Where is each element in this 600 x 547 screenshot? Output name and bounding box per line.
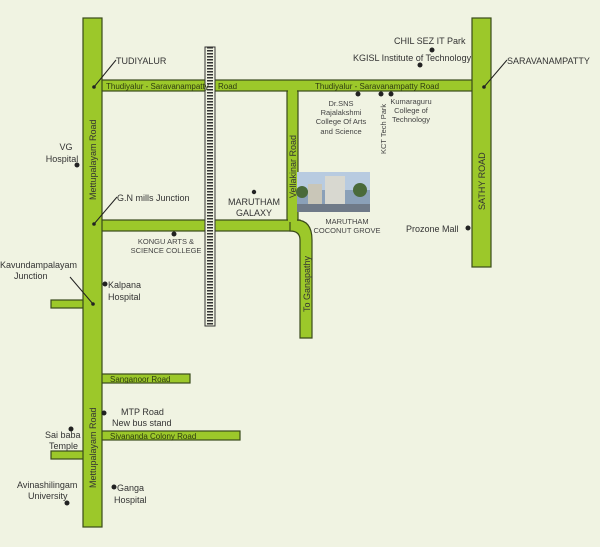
svg-text:Kavundampalayam: Kavundampalayam <box>0 260 77 270</box>
svg-text:KONGU ARTS &: KONGU ARTS & <box>138 237 194 246</box>
svg-text:GALAXY: GALAXY <box>236 208 272 218</box>
mettupalayam-road <box>82 17 103 528</box>
road-label-thudiyalur-east: Thudiyalur - Saravanampatty Road <box>315 82 439 91</box>
svg-text:KCT Tech Park: KCT Tech Park <box>379 104 388 154</box>
svg-text:and Science: and Science <box>320 127 361 136</box>
place-avinashilingam-university: Avinashilingam University <box>17 480 77 506</box>
svg-text:MARUTHAM: MARUTHAM <box>228 197 280 207</box>
svg-text:Prozone Mall: Prozone Mall <box>406 224 459 234</box>
sai-baba-stub <box>50 450 88 460</box>
railway-track <box>204 46 216 327</box>
svg-text:Technology: Technology <box>392 115 430 124</box>
svg-text:Sai baba: Sai baba <box>45 430 81 440</box>
svg-text:Kumaraguru: Kumaraguru <box>390 97 431 106</box>
place-vg-hospital: VG Hospital <box>46 142 80 168</box>
place-prozone-mall: Prozone Mall <box>406 224 471 234</box>
road-label-sathy: SATHY ROAD <box>477 152 487 210</box>
svg-text:Avinashilingam: Avinashilingam <box>17 480 77 490</box>
to-ganapathy-road <box>289 219 313 339</box>
svg-text:College of: College of <box>394 106 429 115</box>
place-gn-mills-junction: G.N mills Junction <box>92 193 190 226</box>
place-sai-baba-temple: Sai baba Temple <box>45 426 81 451</box>
place-kongu-college: KONGU ARTS & SCIENCE COLLEGE <box>131 231 202 255</box>
marutham-coconut-grove-photo <box>296 172 370 212</box>
svg-text:Hospital: Hospital <box>108 292 141 302</box>
road-label-to-ganapathy: To Ganapathy <box>302 255 312 312</box>
svg-text:College Of Arts: College Of Arts <box>316 117 367 126</box>
road-label-mettupalayam-south: Mettupalayam Road <box>88 407 98 488</box>
svg-text:MARUTHAM: MARUTHAM <box>325 217 368 226</box>
place-chil-sez: CHIL SEZ IT Park <box>394 36 466 53</box>
place-kalpana-hospital: Kalpana Hospital <box>102 280 141 302</box>
road-label-road-suffix: Road <box>218 82 237 91</box>
svg-text:SARAVANAMPATTY: SARAVANAMPATTY <box>507 56 590 66</box>
svg-text:Temple: Temple <box>49 441 78 451</box>
svg-text:Dr.SNS: Dr.SNS <box>328 99 353 108</box>
road-label-vellakinar: Vellakinar Road <box>288 135 298 198</box>
svg-text:MTP Road: MTP Road <box>121 407 164 417</box>
svg-text:TUDIYALUR: TUDIYALUR <box>116 56 167 66</box>
svg-text:COCONUT GROVE: COCONUT GROVE <box>314 226 381 235</box>
gn-mills-road <box>95 219 301 232</box>
sathy-road <box>471 17 492 268</box>
svg-text:New bus stand: New bus stand <box>112 418 172 428</box>
place-tudiyalur: TUDIYALUR <box>92 56 167 89</box>
place-dr-sns-college: Dr.SNS Rajalakshmi College Of Arts and S… <box>316 91 367 136</box>
svg-text:SCIENCE COLLEGE: SCIENCE COLLEGE <box>131 246 202 255</box>
svg-text:Ganga: Ganga <box>117 483 144 493</box>
place-ganga-hospital: Ganga Hospital <box>111 483 147 505</box>
place-marutham-coconut-grove: MARUTHAM COCONUT GROVE <box>314 217 381 235</box>
roads <box>50 17 492 528</box>
place-saravanampatty: SARAVANAMPATTY <box>482 56 590 89</box>
svg-text:VG: VG <box>59 142 72 152</box>
svg-text:Kalpana: Kalpana <box>108 280 141 290</box>
place-kumaraguru-college: Kumaraguru College of Technology <box>388 91 432 124</box>
svg-text:G.N mills Junction: G.N mills Junction <box>117 193 190 203</box>
kavundampalayam-stub <box>50 299 88 309</box>
svg-text:CHIL SEZ IT Park: CHIL SEZ IT Park <box>394 36 466 46</box>
svg-text:Rajalakshmi: Rajalakshmi <box>321 108 362 117</box>
svg-text:University: University <box>28 491 68 501</box>
road-label-thudiyalur-west: Thudiyalur - Saravanampatty <box>106 82 209 91</box>
road-label-mettupalayam-north: Mettupalayam Road <box>88 119 98 200</box>
road-label-sivananda: Sivananda Colony Road <box>110 432 196 441</box>
place-marutham-galaxy: MARUTHAM GALAXY <box>228 189 280 218</box>
road-label-sanganoor: Sanganoor Road <box>110 375 171 384</box>
place-kavundampalayam-junction: Kavundampalayam Junction <box>0 260 95 306</box>
svg-text:Junction: Junction <box>14 271 48 281</box>
svg-text:Hospital: Hospital <box>114 495 147 505</box>
svg-text:KGISL Institute of Technology: KGISL Institute of Technology <box>353 53 472 63</box>
place-kgisl: KGISL Institute of Technology <box>353 53 472 68</box>
place-kct-tech-park: KCT Tech Park <box>378 91 388 154</box>
place-mtp-road-bus-stand: MTP Road New bus stand <box>101 407 172 428</box>
svg-text:Hospital: Hospital <box>46 154 79 164</box>
